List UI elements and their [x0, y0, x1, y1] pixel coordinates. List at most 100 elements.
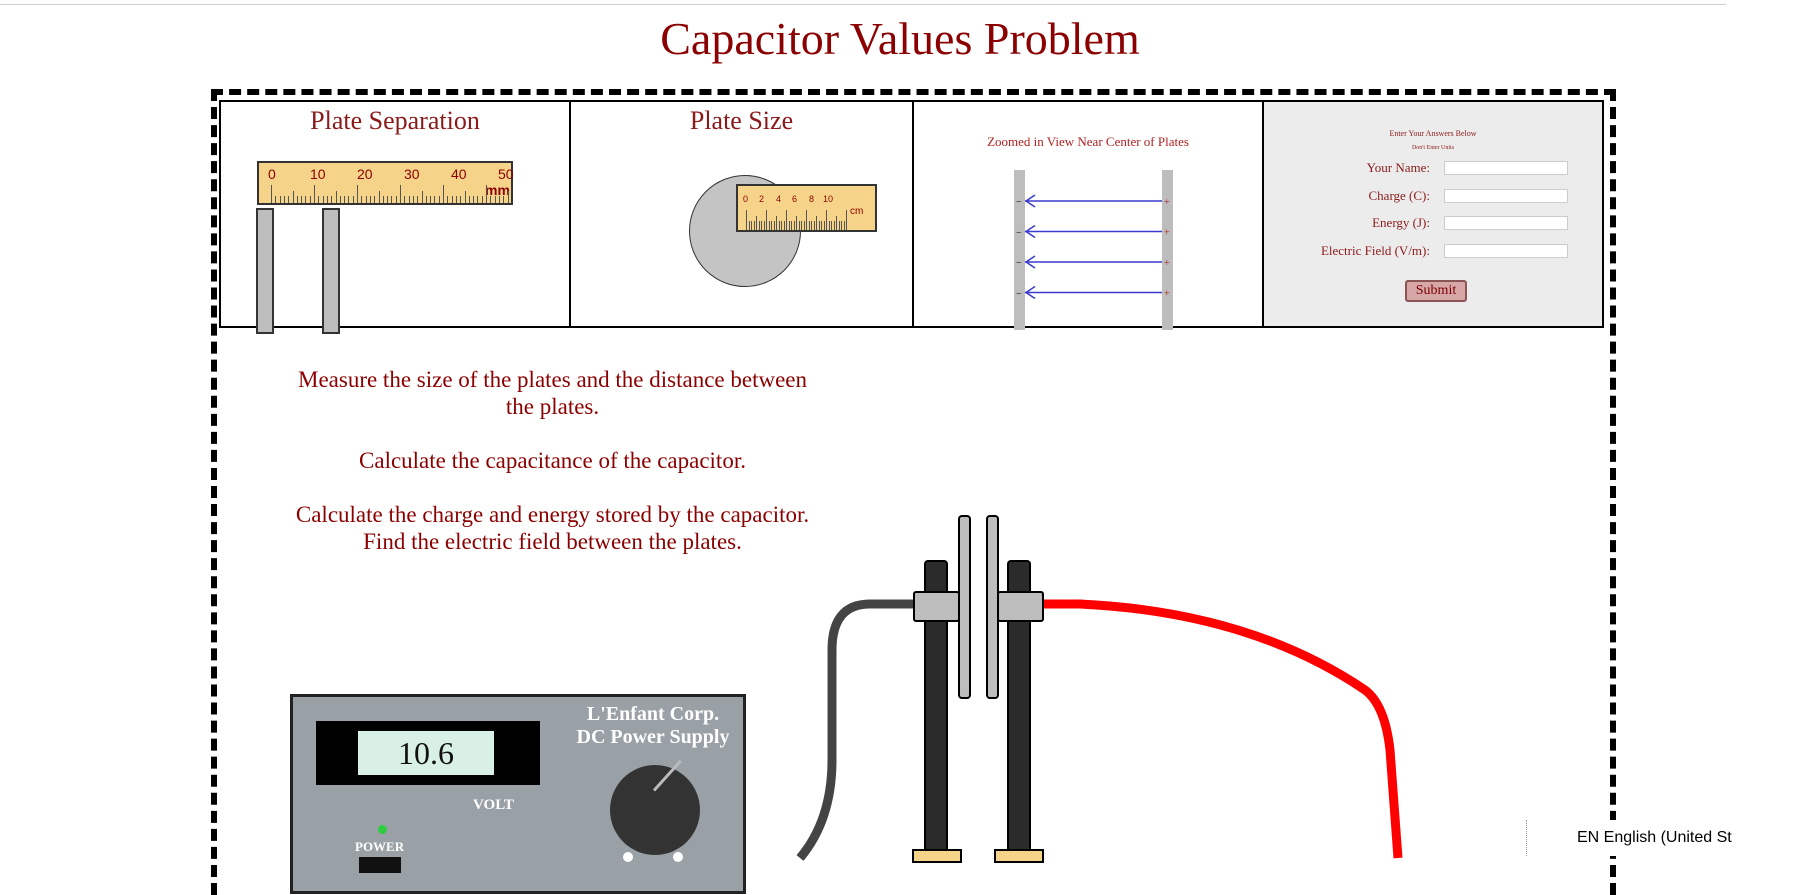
circuit-drawing	[796, 515, 1403, 863]
ruler-tick	[798, 221, 800, 230]
ruler-tick	[836, 216, 837, 230]
simulation-frame	[211, 89, 1616, 895]
answer-form-subheading: Don't Enter Units	[1411, 145, 1455, 151]
ruler-tick	[823, 221, 825, 230]
ruler-tick	[382, 196, 384, 203]
positive-charge-icon: +	[1164, 258, 1170, 269]
ruler-tick	[318, 196, 320, 203]
energy-input[interactable]	[1444, 216, 1568, 230]
knob-dot-icon	[673, 852, 683, 862]
negative-plate	[1014, 170, 1025, 330]
ruler-tick	[838, 221, 840, 230]
ruler-tick	[811, 221, 812, 230]
ruler-tick	[486, 185, 487, 203]
ruler-tick	[490, 196, 492, 203]
ruler-tick	[803, 221, 805, 230]
ruler-tick	[430, 196, 432, 203]
name-label: Your Name:	[1366, 160, 1430, 175]
ruler-tick	[783, 221, 785, 230]
cm-ruler[interactable]: 0 2 4 6 8 10 cm	[736, 184, 877, 232]
voltage-display: 10.6	[316, 721, 540, 785]
field-arrow-icon	[1024, 255, 1036, 269]
ruler-tick	[400, 185, 401, 203]
ruler-tick	[322, 196, 324, 203]
negative-charge-icon: −	[1016, 228, 1022, 239]
ruler-tick	[758, 221, 760, 230]
mm-ruler-label: 50	[498, 166, 514, 182]
ruler-tick	[748, 221, 750, 230]
ruler-tick	[408, 196, 410, 203]
ruler-tick	[378, 191, 380, 203]
zoomed-view-panel: Zoomed in View Near Center of Plates −+−…	[914, 102, 1264, 330]
submit-button[interactable]: Submit	[1405, 280, 1467, 302]
ruler-tick	[460, 196, 462, 203]
ruler-tick	[821, 221, 822, 230]
ruler-tick	[275, 196, 277, 203]
mm-ruler-label: 10	[310, 166, 326, 182]
voltage-knob[interactable]	[610, 759, 700, 855]
ruler-tick	[768, 221, 770, 230]
ruler-tick	[339, 196, 341, 203]
language-indicator[interactable]: EN English (United St	[1526, 820, 1732, 856]
right-plate-edge	[322, 208, 340, 334]
positive-wire	[1040, 599, 1403, 859]
ruler-tick	[806, 210, 807, 230]
ruler-tick	[796, 216, 797, 230]
plate-size-title: Plate Size	[689, 106, 794, 135]
electric-field-row: Electric Field (V/m):	[1264, 241, 1602, 261]
right-stand-base	[994, 849, 1044, 863]
ruler-tick	[391, 196, 393, 203]
knob-dot-icon	[623, 852, 633, 862]
panel-strip: Plate Separation 0 10 20 30 40 50 mm Pla…	[219, 100, 1604, 334]
charge-input[interactable]	[1444, 189, 1568, 203]
positive-charge-icon: +	[1164, 228, 1170, 239]
name-input[interactable]	[1444, 161, 1568, 175]
cm-ruler-label: 4	[776, 194, 782, 204]
ruler-tick	[309, 196, 311, 203]
ruler-tick	[301, 196, 303, 203]
ruler-tick	[473, 196, 475, 203]
power-switch[interactable]	[359, 857, 401, 873]
ruler-tick	[331, 196, 333, 203]
ruler-tick	[776, 216, 777, 230]
ruler-tick	[365, 196, 367, 203]
right-capacitor-plate[interactable]	[986, 515, 999, 699]
field-lines: −+−+−+−+	[1016, 194, 1170, 300]
ruler-tick	[283, 196, 285, 203]
ruler-tick	[791, 221, 792, 230]
ruler-tick	[438, 196, 440, 203]
ruler-tick	[788, 221, 790, 230]
ruler-tick	[455, 196, 457, 203]
left-capacitor-plate[interactable]	[958, 515, 971, 699]
ruler-tick	[808, 221, 810, 230]
ruler-tick	[468, 196, 470, 203]
plate-separation-panel: Plate Separation 0 10 20 30 40 50 mm	[221, 102, 571, 334]
knob-indicator-icon	[652, 759, 682, 792]
ruler-tick	[447, 196, 449, 203]
ruler-tick	[503, 196, 505, 203]
ruler-tick	[443, 185, 444, 203]
instruction-line: the plates.	[505, 394, 600, 419]
ruler-tick	[801, 221, 802, 230]
charge-row: Charge (C):	[1264, 186, 1602, 206]
charge-label: Charge (C):	[1368, 188, 1431, 203]
voltage-readout: 10.6	[358, 731, 494, 775]
ruler-tick	[335, 191, 337, 203]
mm-ruler[interactable]: 0 10 20 30 40 50 mm	[257, 161, 514, 205]
ruler-tick	[766, 210, 767, 230]
ruler-tick	[296, 196, 298, 203]
plate-separation-title: Plate Separation	[310, 106, 480, 135]
ruler-tick	[826, 210, 827, 230]
ruler-tick	[746, 210, 747, 230]
cm-ruler-label: 2	[759, 194, 765, 204]
negative-charge-icon: −	[1016, 258, 1022, 269]
electric-field-input[interactable]	[1444, 244, 1568, 258]
ruler-tick	[451, 196, 453, 203]
positive-charge-icon: +	[1164, 197, 1170, 208]
ruler-tick	[773, 221, 775, 230]
ruler-tick	[404, 196, 406, 203]
cm-ruler-label: 8	[809, 194, 815, 204]
mm-ruler-label: 40	[451, 166, 467, 182]
name-row: Your Name:	[1264, 158, 1602, 178]
window-top-border	[0, 4, 1726, 5]
